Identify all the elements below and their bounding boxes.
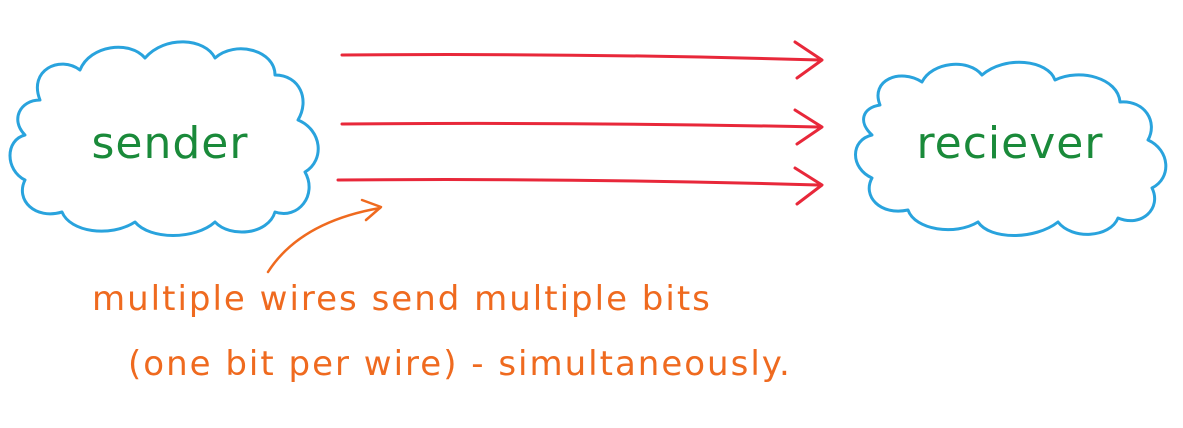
receiver-node: reciever <box>854 60 1168 237</box>
wire-1 <box>340 40 824 80</box>
wire-2 <box>340 108 824 146</box>
wire-2-line <box>340 121 820 129</box>
sender-cloud <box>8 40 320 237</box>
wire-1-arrowhead <box>793 40 824 80</box>
wire-3-arrowhead <box>793 166 824 206</box>
receiver-cloud <box>854 60 1168 237</box>
annotation-line-1: multiple wires send multiple bits <box>92 279 712 319</box>
sender-node: sender <box>8 40 320 237</box>
annotation-pointer-line <box>266 206 382 274</box>
sender-label: sender <box>92 118 249 169</box>
annotation-pointer <box>266 198 383 274</box>
annotation-pointer-arrowhead <box>360 198 383 222</box>
wire-3-line <box>336 178 820 187</box>
wire-3 <box>336 166 824 206</box>
receiver-label: reciever <box>917 118 1104 169</box>
wire-2-arrowhead <box>793 108 824 146</box>
annotation-line-2: (one bit per wire) - simultaneously. <box>128 344 792 384</box>
wire-1-line <box>340 53 822 62</box>
